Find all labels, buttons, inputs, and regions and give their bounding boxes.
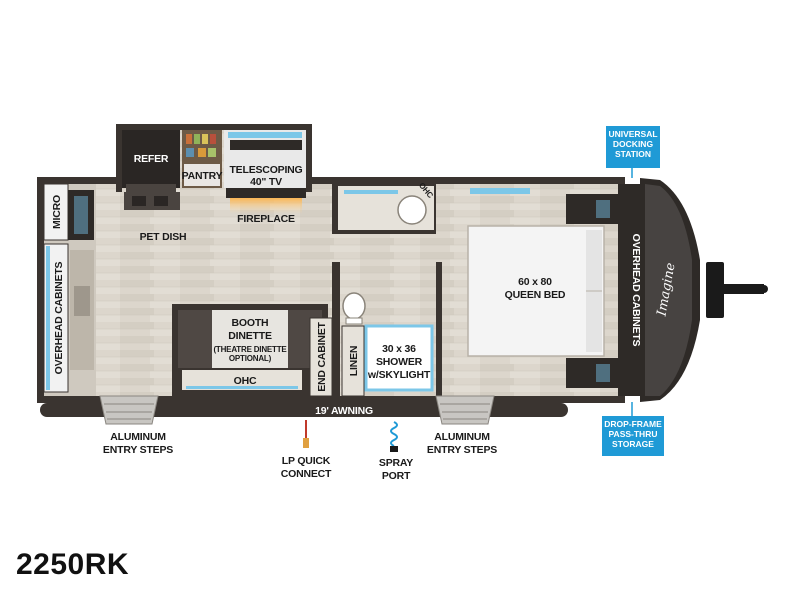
lp-connect-line2: CONNECT (281, 468, 332, 480)
linen-label: LINEN (348, 346, 360, 377)
overhead-cabinets-right (618, 184, 640, 396)
awning-label: 19' AWNING (315, 405, 373, 417)
front-cap (640, 178, 700, 402)
entry-steps-left-line2: ENTRY STEPS (103, 444, 173, 456)
hitch-jack (706, 262, 724, 318)
universal-docking-line1: UNIVERSAL (608, 129, 658, 139)
overhead-cabinets-right-label: OVERHEAD CABINETS (630, 234, 642, 347)
linen-closet (341, 325, 365, 397)
bath-wall (332, 262, 340, 396)
refrigerator (122, 130, 180, 188)
pantry-label: PANTRY (182, 170, 223, 182)
lp-connect-line1: LP QUICK (282, 455, 331, 467)
entry-steps-right-line2: ENTRY STEPS (427, 444, 497, 456)
model-number: 2250RK (16, 548, 130, 581)
entry-steps-right-line1: ALUMINUM (434, 431, 490, 443)
universal-docking-badge: UNIVERSAL DOCKING STATION (606, 126, 660, 168)
ohc-dinette (182, 370, 302, 390)
spray-port-line1: SPRAY (379, 457, 413, 469)
drop-frame-badge: DROP-FRAME PASS-THRU STORAGE (602, 416, 664, 456)
fireplace-label: FIREPLACE (237, 213, 295, 225)
micro-label: MICRO (51, 195, 63, 229)
refer-label: REFER (134, 153, 169, 165)
shower-label-line3: w/SKYLIGHT (367, 369, 431, 381)
microwave (43, 183, 69, 241)
shower-label-line1: 30 x 36 (382, 343, 416, 355)
lp-connect-icon (303, 420, 309, 448)
bed-label-line2: QUEEN BED (505, 289, 566, 301)
nightstand-bottom (566, 358, 618, 388)
dinette-note-line2: OPTIONAL) (229, 354, 272, 363)
universal-docking-line3: STATION (614, 149, 652, 159)
nightstand-top (566, 194, 618, 224)
shower (364, 324, 434, 392)
entry-steps-left-line1: ALUMINUM (110, 431, 166, 443)
pet-dish-label: PET DISH (140, 231, 187, 243)
overhead-cabinets-left-label: OVERHEAD CABINETS (53, 261, 65, 374)
dinette-note-line1: (THEATRE DINETTE (213, 345, 287, 354)
fireplace (226, 188, 306, 198)
awning (40, 403, 568, 417)
end-cabinet-label: END CABINET (316, 321, 328, 391)
tv-label-line1: TELESCOPING (229, 164, 302, 176)
entry-steps-right (435, 395, 495, 425)
universal-docking-line2: DOCKING (612, 139, 654, 149)
tv-cabinet (224, 130, 306, 188)
spray-port-icon (390, 421, 398, 452)
queen-bed (467, 225, 605, 357)
entry-steps-left (99, 395, 159, 425)
end-cabinet (309, 317, 333, 397)
drop-frame-line1: DROP-FRAME (604, 419, 662, 429)
dinette-label-line2: DINETTE (228, 330, 272, 342)
dinette-label-line1: BOOTH (232, 317, 269, 329)
tv-label-line2: 40" TV (250, 176, 282, 188)
shower-label-line2: SHOWER (376, 356, 423, 368)
ohc-dinette-label: OHC (234, 375, 257, 387)
drop-frame-line3: STORAGE (612, 439, 654, 449)
spray-port-line2: PORT (382, 470, 411, 482)
drop-frame-line2: PASS-THRU (608, 429, 658, 439)
toilet (342, 292, 366, 320)
bed-label-line1: 60 x 80 (518, 276, 552, 288)
bath-sink (397, 195, 427, 225)
